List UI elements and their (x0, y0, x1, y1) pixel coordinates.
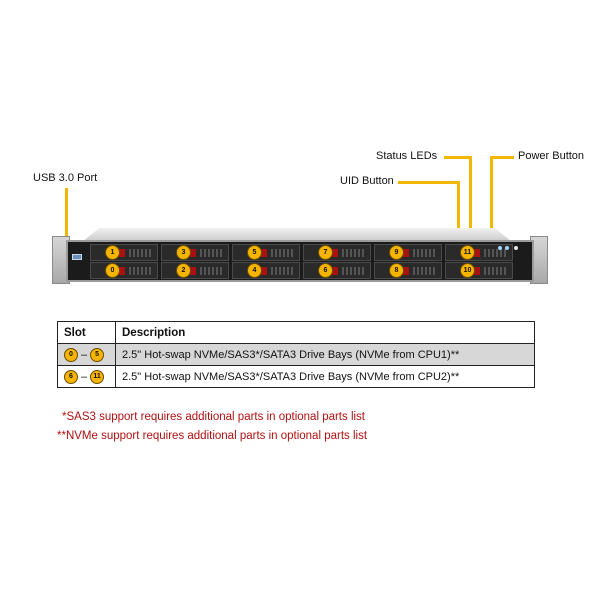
bay-latch[interactable] (332, 267, 338, 275)
bay-number-badge: 2 (176, 263, 191, 278)
bay-number-badge: 3 (176, 245, 191, 260)
drive-bay[interactable]: 2 (161, 262, 229, 279)
slot-table: Slot Description 0 – 5 2.5" Hot-swap NVM… (57, 321, 535, 388)
bay-number-badge: 6 (318, 263, 333, 278)
bay-vent (342, 249, 364, 257)
slot-range-cell: 6 – 11 (57, 365, 116, 388)
table-row: 6 – 11 2.5" Hot-swap NVMe/SAS3*/SATA3 Dr… (57, 365, 535, 388)
bay-vent (271, 267, 293, 275)
drive-bay[interactable]: 6 (303, 262, 371, 279)
bay-vent (413, 249, 435, 257)
bay-vent (129, 267, 151, 275)
slot-badge-to: 5 (90, 347, 105, 362)
bay-latch[interactable] (403, 267, 409, 275)
drive-bay[interactable]: 9 (374, 244, 442, 261)
power-leader-h (490, 156, 514, 159)
bay-vent (484, 267, 506, 275)
slot-badge-to: 11 (90, 369, 105, 384)
drive-bay[interactable]: 7 (303, 244, 371, 261)
range-dash: – (81, 370, 88, 383)
bay-number-badge: 9 (389, 245, 404, 260)
sas3-note: *SAS3 support requires additional parts … (62, 411, 366, 423)
uid-leader-h (398, 181, 460, 184)
slot-header: Slot (57, 321, 116, 344)
bay-number-badge: 1 (105, 245, 120, 260)
status-led (505, 246, 509, 250)
drive-bays: 1 3 5 7 9 11 0 2 4 6 8 10 (90, 244, 513, 280)
usb-leader-line (65, 188, 68, 243)
server-chassis: 1 3 5 7 9 11 0 2 4 6 8 10 (52, 228, 548, 290)
bay-vent (129, 249, 151, 257)
drive-bay[interactable]: 1 (90, 244, 158, 261)
chassis-lid (82, 228, 512, 242)
drive-bay[interactable]: 11 (445, 244, 513, 261)
usb-port[interactable] (72, 254, 82, 260)
description-cell: 2.5" Hot-swap NVMe/SAS3*/SATA3 Drive Bay… (115, 365, 535, 388)
bay-latch[interactable] (261, 267, 267, 275)
bay-number-badge: 10 (460, 263, 475, 278)
bay-vent (342, 267, 364, 275)
bay-latch[interactable] (190, 249, 196, 257)
power-leader-v (490, 156, 493, 240)
table-row: 0 – 5 2.5" Hot-swap NVMe/SAS3*/SATA3 Dri… (57, 343, 535, 366)
usb-port-label: USB 3.0 Port (33, 172, 98, 184)
control-panel (498, 246, 522, 252)
description-header: Description (115, 321, 535, 344)
bay-vent (413, 267, 435, 275)
bay-latch[interactable] (261, 249, 267, 257)
power-button[interactable] (514, 246, 518, 250)
status-leds-label: Status LEDs (376, 150, 438, 162)
front-panel: 1 3 5 7 9 11 0 2 4 6 8 10 (66, 240, 534, 282)
range-dash: – (81, 348, 88, 361)
table-header-row: Slot Description (57, 321, 535, 344)
drive-bay[interactable]: 3 (161, 244, 229, 261)
status-leader-v (469, 156, 472, 240)
bay-latch[interactable] (119, 249, 125, 257)
status-leader-h (444, 156, 472, 159)
bay-vent (484, 249, 506, 257)
bay-number-badge: 11 (460, 245, 475, 260)
drive-bay[interactable]: 4 (232, 262, 300, 279)
bay-latch[interactable] (403, 249, 409, 257)
slot-badge-from: 6 (64, 369, 78, 384)
bay-number-badge: 0 (105, 263, 120, 278)
bay-latch[interactable] (332, 249, 338, 257)
bay-number-badge: 8 (389, 263, 404, 278)
drive-bay[interactable]: 10 (445, 262, 513, 279)
drive-bay[interactable]: 5 (232, 244, 300, 261)
description-cell: 2.5" Hot-swap NVMe/SAS3*/SATA3 Drive Bay… (115, 343, 535, 366)
bay-number-badge: 4 (247, 263, 262, 278)
uid-button[interactable] (498, 246, 502, 250)
drive-bay[interactable]: 0 (90, 262, 158, 279)
bay-vent (200, 267, 222, 275)
bay-number-badge: 5 (247, 245, 262, 260)
bay-latch[interactable] (474, 267, 480, 275)
drive-bay[interactable]: 8 (374, 262, 442, 279)
power-button-label: Power Button (518, 150, 585, 162)
bay-vent (271, 249, 293, 257)
bay-latch[interactable] (119, 267, 125, 275)
bay-latch[interactable] (474, 249, 480, 257)
slot-badge-from: 0 (64, 347, 78, 362)
bay-number-badge: 7 (318, 245, 333, 260)
slot-range-cell: 0 – 5 (57, 343, 116, 366)
uid-button-label: UID Button (340, 175, 394, 187)
nvme-note: **NVMe support requires additional parts… (57, 430, 368, 442)
bay-latch[interactable] (190, 267, 196, 275)
uid-leader-v (457, 181, 460, 240)
bay-vent (200, 249, 222, 257)
